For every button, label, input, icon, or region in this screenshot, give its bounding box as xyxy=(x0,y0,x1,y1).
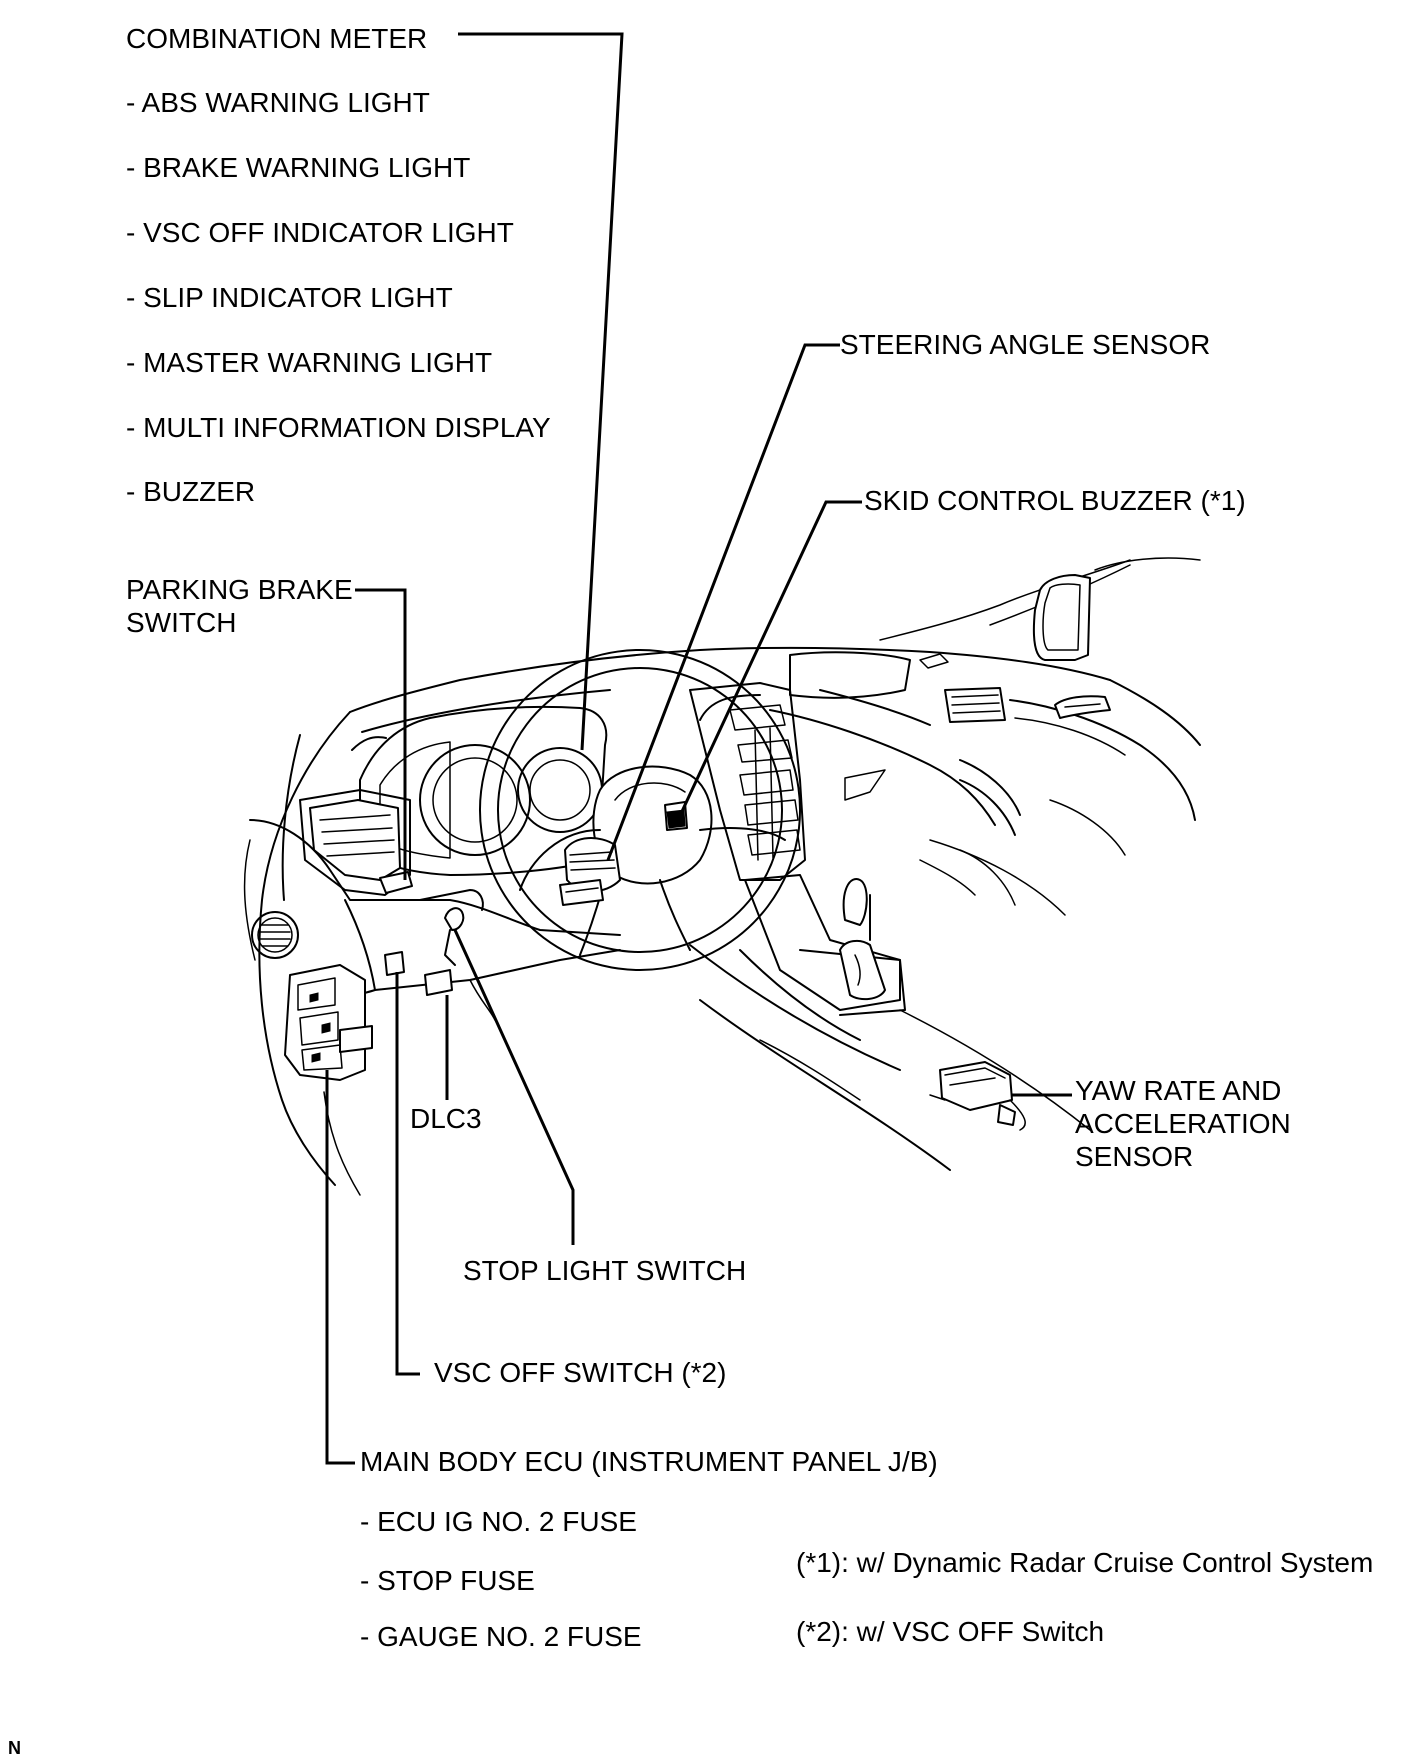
label-parking-brake-switch-line1: PARKING BRAKE xyxy=(126,574,353,605)
label-vsc-off-switch: VSC OFF SWITCH (*2) xyxy=(434,1357,727,1388)
label-multi-information-display: - MULTI INFORMATION DISPLAY xyxy=(126,412,551,443)
label-steering-angle-sensor: STEERING ANGLE SENSOR xyxy=(840,329,1211,360)
label-vsc-off-indicator-light: - VSC OFF INDICATOR LIGHT xyxy=(126,217,514,248)
label-abs-warning-light: - ABS WARNING LIGHT xyxy=(126,87,430,118)
label-gauge-no2-fuse: - GAUGE NO. 2 FUSE xyxy=(360,1621,642,1652)
leader-combination-meter xyxy=(458,32,624,751)
label-slip-indicator-light: - SLIP INDICATOR LIGHT xyxy=(126,282,453,313)
label-parking-brake-switch-line2: SWITCH xyxy=(126,607,237,638)
label-combination-meter: COMBINATION METER xyxy=(126,23,428,54)
label-yaw-rate-line1: YAW RATE AND xyxy=(1075,1075,1282,1106)
corner-mark: N xyxy=(8,1738,21,1758)
label-brake-warning-light: - BRAKE WARNING LIGHT xyxy=(126,152,471,183)
label-dlc3: DLC3 xyxy=(410,1103,482,1134)
leader-vsc-off-switch xyxy=(395,972,420,1376)
note-2: (*2): w/ VSC OFF Switch xyxy=(796,1616,1105,1647)
leader-lines xyxy=(325,32,1072,1465)
label-yaw-rate-line3: SENSOR xyxy=(1075,1141,1194,1172)
note-1: (*1): w/ Dynamic Radar Cruise Control Sy… xyxy=(796,1547,1374,1578)
label-yaw-rate-line2: ACCELERATION xyxy=(1075,1108,1291,1139)
label-buzzer: - BUZZER xyxy=(126,476,256,507)
dashboard-illustration xyxy=(243,557,1201,1196)
leader-steering-angle-sensor xyxy=(606,343,840,861)
label-master-warning-light: - MASTER WARNING LIGHT xyxy=(126,347,493,378)
leader-parking-brake-switch xyxy=(355,588,407,880)
leader-main-body-ecu xyxy=(325,1070,355,1465)
label-stop-fuse: - STOP FUSE xyxy=(360,1565,535,1596)
label-ecu-ig-no2-fuse: - ECU IG NO. 2 FUSE xyxy=(360,1506,637,1537)
label-stop-light-switch: STOP LIGHT SWITCH xyxy=(463,1255,747,1286)
leader-skid-control-buzzer xyxy=(676,500,862,821)
label-skid-control-buzzer: SKID CONTROL BUZZER (*1) xyxy=(864,485,1246,516)
label-main-body-ecu: MAIN BODY ECU (INSTRUMENT PANEL J/B) xyxy=(360,1446,938,1477)
leader-stop-light-switch xyxy=(453,929,575,1245)
